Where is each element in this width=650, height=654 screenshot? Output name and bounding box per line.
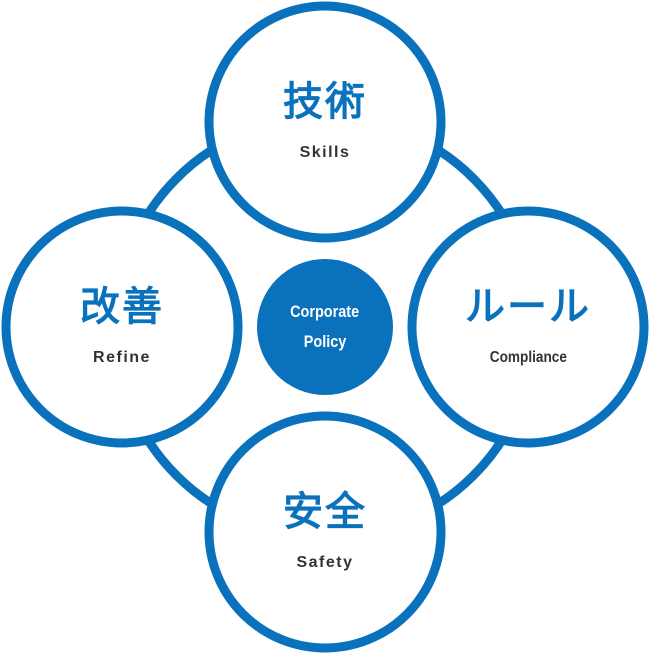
- center-disc: [257, 259, 393, 395]
- node-safety-en-label: Safety: [296, 554, 354, 571]
- center-node-corporate-policy: Corporate Policy: [257, 259, 393, 395]
- center-label-line1: Corporate: [290, 302, 360, 321]
- center-label-line2: Policy: [303, 332, 347, 351]
- node-refine: 改善 Refine: [10, 215, 234, 439]
- node-compliance-en-label: Compliance: [489, 349, 567, 366]
- node-skills-en-label: Skills: [299, 144, 351, 161]
- node-ring-bottom: [204, 411, 446, 653]
- node-refine-jp-label: 改善: [80, 284, 164, 330]
- node-ring-top: [204, 1, 446, 243]
- node-skills-jp-label: 技術: [283, 79, 367, 125]
- node-ring-left: [1, 206, 243, 448]
- node-compliance: ルール Compliance: [416, 215, 640, 439]
- node-ring-right: [407, 206, 649, 448]
- node-skills: 技術 Skills: [213, 10, 437, 234]
- node-compliance-jp-label: ルール: [465, 284, 591, 330]
- node-safety-jp-label: 安全: [283, 489, 367, 535]
- node-safety: 安全 Safety: [213, 420, 437, 644]
- node-refine-en-label: Refine: [93, 349, 151, 366]
